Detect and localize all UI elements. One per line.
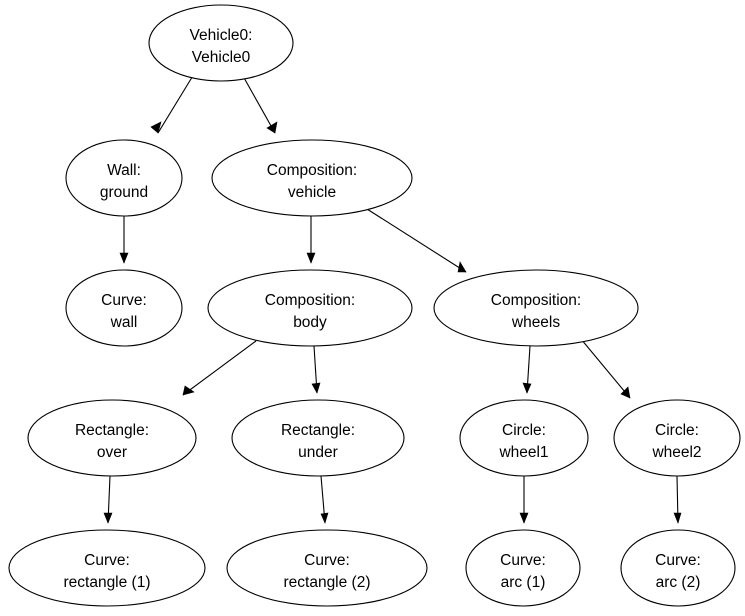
node-label-line2: wall (110, 314, 138, 331)
graph-node-circle_wheel2[interactable]: Circle: wheel2 (613, 399, 741, 477)
edge-arrowhead-icon (620, 386, 631, 399)
node-ellipse-shape[interactable] (459, 399, 589, 477)
node-label-line2: under (298, 444, 338, 461)
node-label-line1: Rectangle: (281, 422, 355, 439)
edge-line (580, 338, 631, 399)
node-ellipse-shape[interactable] (613, 399, 741, 477)
node-label-line2: over (97, 444, 127, 461)
graph-node-wall_ground[interactable]: Wall: ground (65, 139, 183, 217)
graph-node-curve_arc_2[interactable]: Curve: arc (2) (620, 529, 736, 607)
node-ellipse-shape[interactable] (226, 529, 428, 607)
graph-edge (580, 338, 631, 399)
edge-arrowhead-icon (522, 382, 532, 394)
graph-node-curve_wall[interactable]: Curve: wall (65, 269, 183, 347)
graph-edge (242, 75, 278, 134)
edge-arrowhead-icon (457, 261, 467, 273)
graph-node-composition_vehicle[interactable]: Composition: vehicle (211, 139, 413, 217)
graph-edge (366, 208, 467, 273)
node-ellipse-shape[interactable] (620, 529, 736, 607)
edge-arrowhead-icon (320, 512, 329, 524)
graph-node-composition_wheels[interactable]: Composition: wheels (433, 269, 639, 347)
graph-node-curve_rectangle_2[interactable]: Curve: rectangle (2) (226, 529, 428, 607)
node-ellipse-shape[interactable] (8, 529, 206, 607)
node-label-line1: Composition: (491, 292, 581, 309)
edge-arrowhead-icon (519, 512, 529, 524)
node-label-line1: Rectangle: (75, 422, 149, 439)
graph-node-rectangle_over[interactable]: Rectangle: over (27, 399, 197, 477)
graph-edge (150, 73, 195, 134)
edge-arrowhead-icon (103, 512, 113, 524)
graph-node-circle_wheel1[interactable]: Circle: wheel1 (459, 399, 589, 477)
node-label-line2: arc (1) (501, 574, 546, 591)
graph-edge (320, 475, 329, 524)
graph-edge (103, 475, 113, 524)
node-label-line1: Curve: (101, 292, 147, 309)
node-label-line1: Composition: (267, 162, 357, 179)
edge-arrowhead-icon (311, 382, 321, 394)
node-label-line1: Curve: (304, 552, 350, 569)
node-ellipse-shape[interactable] (65, 269, 183, 347)
node-label-line1: Curve: (655, 552, 701, 569)
node-label-line1: Curve: (500, 552, 546, 569)
edge-arrowhead-icon (150, 121, 162, 134)
graph-edge (311, 345, 321, 394)
nodes-layer: Vehicle0:Vehicle0Wall:groundComposition:… (8, 4, 741, 607)
edge-line (182, 340, 257, 396)
edge-arrowhead-icon (306, 252, 316, 264)
node-label-line2: arc (2) (656, 574, 701, 591)
graph-node-vehicle0[interactable]: Vehicle0: Vehicle0 (148, 4, 294, 82)
edge-arrowhead-icon (119, 252, 129, 264)
node-label-line2: Vehicle0 (192, 49, 251, 66)
graph-edge (519, 476, 529, 524)
edge-arrowhead-icon (266, 121, 278, 134)
graph-node-curve_rectangle_1[interactable]: Curve: rectangle (1) (8, 529, 206, 607)
edge-arrowhead-icon (182, 385, 195, 396)
node-ellipse-shape[interactable] (27, 399, 197, 477)
edge-line (242, 75, 276, 134)
graph-edge (522, 345, 532, 394)
graph-edge (182, 340, 257, 396)
edge-line (157, 73, 195, 134)
node-label-line2: vehicle (288, 184, 336, 201)
node-ellipse-shape[interactable] (465, 529, 581, 607)
node-label-line2: wheel1 (498, 444, 548, 461)
node-ellipse-shape[interactable] (433, 269, 639, 347)
node-ellipse-shape[interactable] (207, 269, 413, 347)
graph-node-rectangle_under[interactable]: Rectangle: under (231, 399, 405, 477)
node-label-line2: rectangle (2) (283, 574, 370, 591)
graph-node-composition_body[interactable]: Composition: body (207, 269, 413, 347)
node-label-line2: body (293, 314, 327, 331)
graph-edge (119, 216, 129, 264)
node-label-line1: Wall: (107, 162, 141, 179)
node-ellipse-shape[interactable] (148, 4, 294, 82)
edge-line (366, 208, 467, 273)
node-ellipse-shape[interactable] (211, 139, 413, 217)
node-label-line1: Vehicle0: (190, 27, 253, 44)
node-label-line1: Circle: (502, 422, 546, 439)
graph-edge (306, 216, 316, 264)
node-label-line2: wheel2 (651, 444, 701, 461)
node-label-line2: ground (100, 184, 148, 201)
node-label-line1: Composition: (265, 292, 355, 309)
node-label-line2: wheels (511, 314, 560, 331)
node-ellipse-shape[interactable] (231, 399, 405, 477)
node-label-line1: Circle: (655, 422, 699, 439)
graph-node-curve_arc_1[interactable]: Curve: arc (1) (465, 529, 581, 607)
node-label-line1: Curve: (84, 552, 130, 569)
edge-arrowhead-icon (673, 512, 682, 524)
node-label-line2: rectangle (1) (63, 574, 150, 591)
graph-edge (673, 475, 682, 524)
node-ellipse-shape[interactable] (65, 139, 183, 217)
edges-layer (103, 73, 682, 524)
